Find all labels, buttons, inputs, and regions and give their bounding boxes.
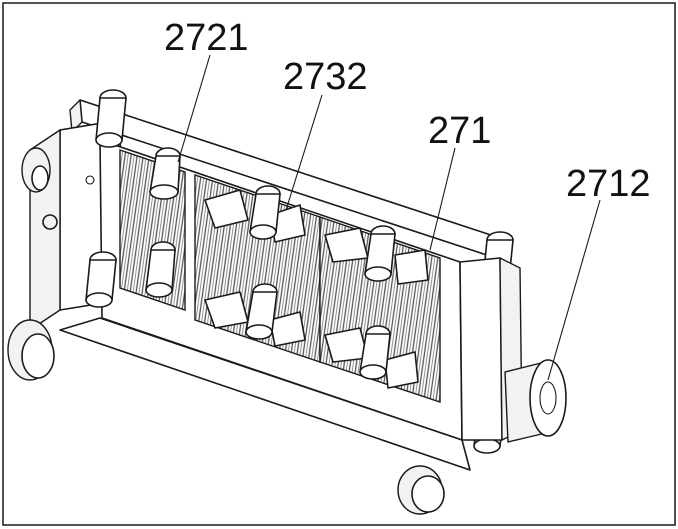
knob-2712: [504, 359, 567, 443]
label-271: 271: [428, 110, 491, 152]
label-2732: 2732: [283, 56, 368, 98]
leader-271: [429, 147, 456, 251]
leader-2712: [547, 199, 601, 381]
label-2721: 2721: [164, 17, 249, 59]
label-2712: 2712: [566, 163, 651, 205]
left-bumper: [21, 147, 51, 193]
back-rail: [69, 99, 503, 261]
inner-pegs: [145, 147, 396, 380]
spacer-clamps: [204, 189, 429, 389]
bottom-rollers: [7, 319, 445, 515]
leader-lines: [177, 54, 601, 381]
leader-2721: [177, 54, 211, 163]
leader-2732: [285, 94, 323, 211]
